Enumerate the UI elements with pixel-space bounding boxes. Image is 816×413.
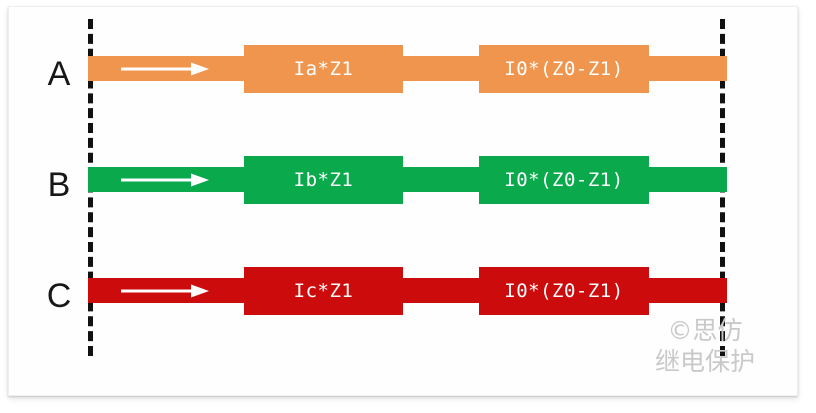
phase-c-block-2: I0*(Z0-Z1) [479, 267, 649, 315]
phase-c-block-1-label: Ic*Z1 [293, 280, 354, 302]
watermark-line-1: ©思仿 [667, 316, 743, 345]
figure-canvas: A Ia*Z1 I0*(Z0-Z1) B [9, 7, 797, 395]
phase-c-direction-arrow [121, 284, 209, 298]
phase-a-block-1-label: Ia*Z1 [293, 58, 354, 80]
watermark: ©思仿 继电保护 [655, 315, 755, 377]
phase-b-direction-arrow [121, 173, 209, 187]
phase-a-direction-arrow [121, 62, 209, 76]
phase-b-block-1-label: Ib*Z1 [293, 169, 354, 191]
phase-a-block-1: Ia*Z1 [244, 45, 403, 93]
figure-frame: A Ia*Z1 I0*(Z0-Z1) B [8, 6, 798, 396]
phase-label-b: B [47, 166, 71, 204]
phase-c-block-2-label: I0*(Z0-Z1) [504, 280, 624, 302]
phase-label-a: A [47, 55, 71, 93]
phase-b-block-2-label: I0*(Z0-Z1) [504, 169, 624, 191]
phase-b-block-1: Ib*Z1 [244, 156, 403, 204]
phase-row-b: B Ib*Z1 I0*(Z0-Z1) [9, 150, 797, 220]
phase-c-block-1: Ic*Z1 [244, 267, 403, 315]
phase-row-c: C Ic*Z1 I0*(Z0-Z1) [9, 261, 797, 331]
phase-row-a: A Ia*Z1 I0*(Z0-Z1) [9, 39, 797, 109]
phase-label-c: C [46, 277, 72, 315]
phase-a-block-2-label: I0*(Z0-Z1) [504, 58, 624, 80]
phase-b-block-2: I0*(Z0-Z1) [479, 156, 649, 204]
phase-a-block-2: I0*(Z0-Z1) [479, 45, 649, 93]
watermark-line-2: 继电保护 [654, 347, 755, 376]
